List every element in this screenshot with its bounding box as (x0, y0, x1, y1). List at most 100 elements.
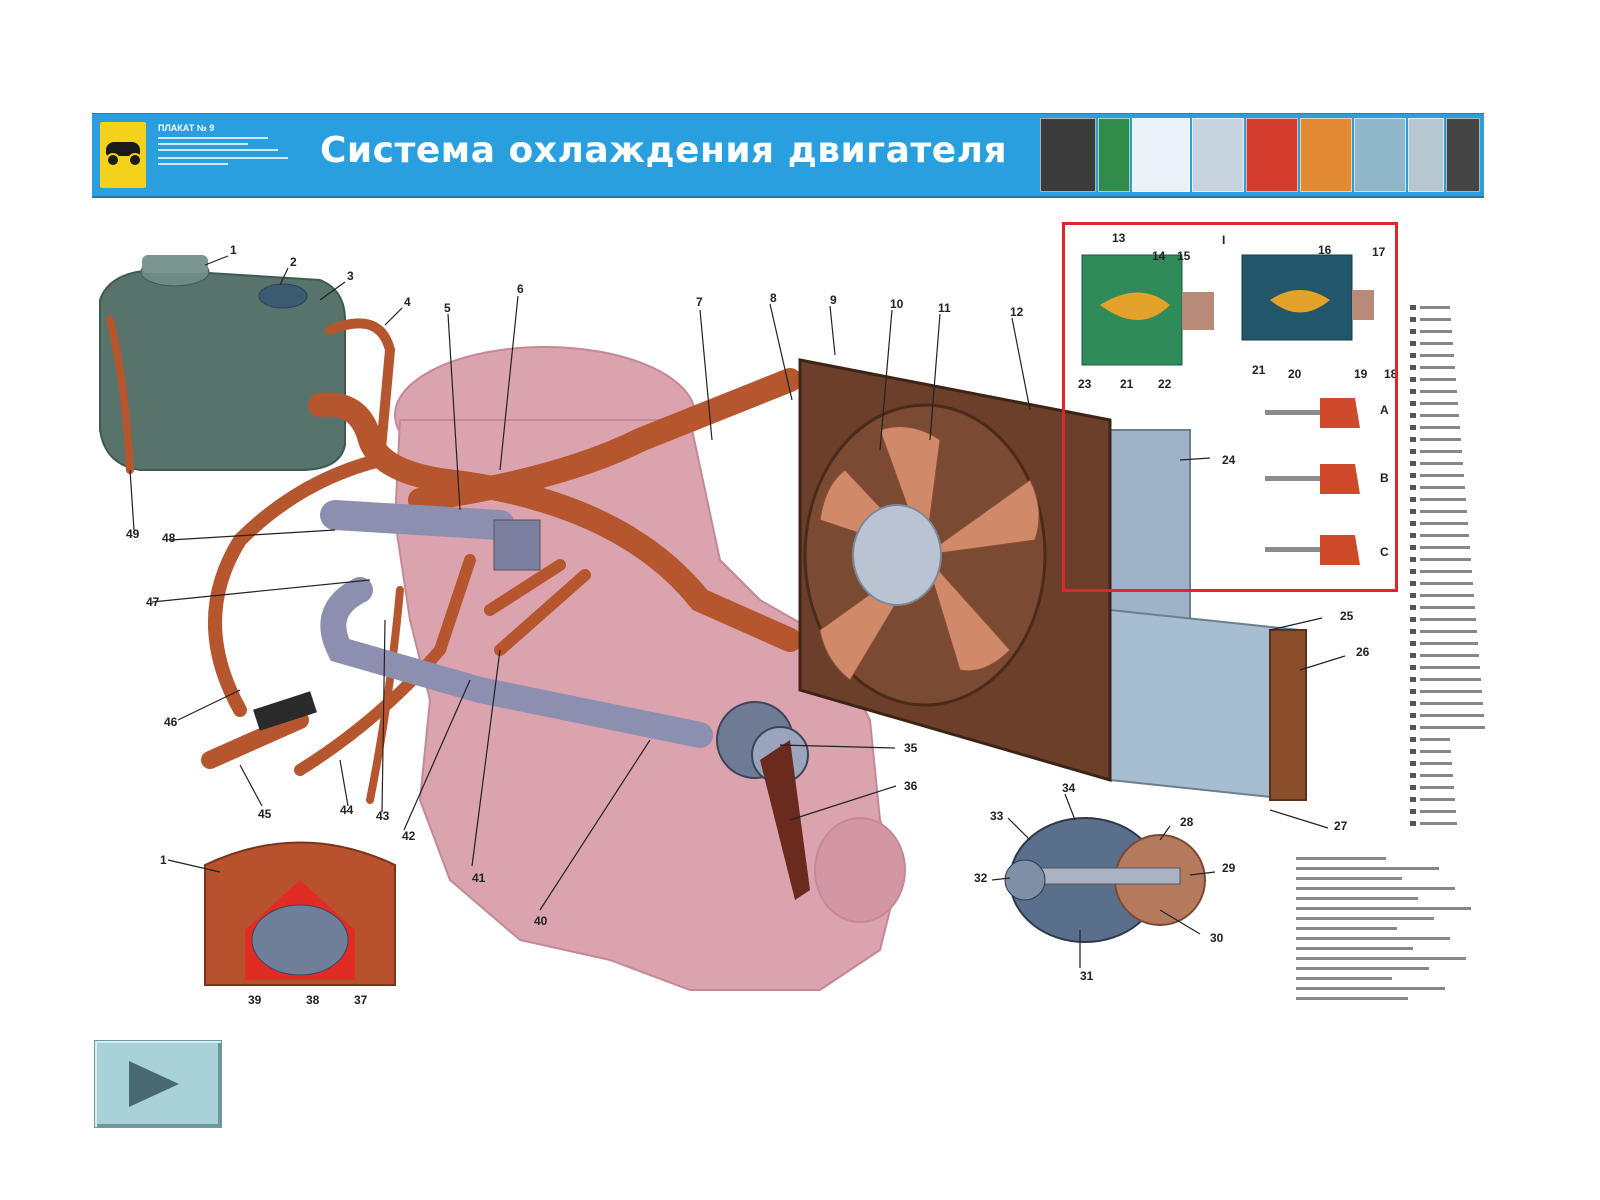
callout-number: 8 (770, 291, 777, 305)
thermostat-housing (493, 519, 541, 571)
callout-number: 30 (1210, 931, 1224, 945)
callout-number: 41 (472, 871, 486, 885)
book-cover-thumbnail (1098, 118, 1130, 192)
callout-number: 38 (306, 993, 320, 1007)
callout-number: 2 (290, 255, 297, 269)
book-cover-thumbnail (1354, 118, 1406, 192)
callout-number: 3 (347, 269, 354, 283)
callout-number: 21 (1252, 363, 1266, 377)
callout-number: 27 (1334, 819, 1348, 833)
legend-row (1410, 329, 1486, 338)
callout-number: 33 (990, 809, 1004, 823)
legend-row (1410, 785, 1486, 794)
callout-number: 19 (1354, 367, 1368, 381)
callout-number: 37 (354, 993, 368, 1007)
callout-number: 7 (696, 295, 703, 309)
legend-row (1410, 317, 1486, 326)
callout-number: 24 (1222, 453, 1236, 467)
callout-number: 4 (404, 295, 411, 309)
book-cover-thumbnail (1300, 118, 1352, 192)
legend-row (1410, 545, 1486, 554)
callout-number: 18 (1384, 367, 1398, 381)
book-cover-thumbnail (1408, 118, 1444, 192)
callout-number: 14 (1152, 249, 1166, 263)
callout-number: 39 (248, 993, 262, 1007)
legend-row (1410, 485, 1486, 494)
wheel-icon (106, 153, 120, 167)
callout-number: 20 (1288, 367, 1302, 381)
legend-row (1410, 509, 1486, 518)
legend-row (1410, 353, 1486, 362)
legend-row (1410, 437, 1486, 446)
callout-number: 46 (164, 715, 178, 729)
legend-row (1410, 713, 1486, 722)
callout-number: 5 (444, 301, 451, 315)
next-slide-button[interactable] (94, 1040, 222, 1128)
callout-number: 10 (890, 297, 904, 311)
note-row (1296, 986, 1482, 993)
legend-row (1410, 401, 1486, 410)
legend-row (1410, 629, 1486, 638)
callout-number: 25 (1340, 609, 1354, 623)
water-pump-cutaway (1004, 817, 1206, 943)
callout-number: 21 (1120, 377, 1134, 391)
note-row (1296, 966, 1482, 973)
coolant-pipes (320, 500, 713, 748)
legend-row (1410, 473, 1486, 482)
callout-number: 23 (1078, 377, 1092, 391)
wheel-icon (128, 153, 142, 167)
legend-row (1410, 641, 1486, 650)
legend-row (1410, 581, 1486, 590)
callout-number: 48 (162, 531, 176, 545)
hose-tee (253, 691, 317, 731)
note-row (1296, 956, 1482, 963)
publisher-logo (100, 122, 146, 188)
callout-number: 29 (1222, 861, 1236, 875)
legend-row (1410, 377, 1486, 386)
thermostat-state-label: C (1380, 545, 1389, 559)
inset-roman-label: I (1222, 233, 1225, 247)
book-cover-thumbnail (1192, 118, 1244, 192)
legend-row (1410, 365, 1486, 374)
parts-legend (1410, 305, 1486, 833)
poster-number: ПЛАКАТ № 9 (158, 123, 215, 133)
note-row (1296, 886, 1482, 893)
callout-number: 17 (1372, 245, 1386, 259)
note-row (1296, 896, 1482, 903)
legend-row (1410, 389, 1486, 398)
note-row (1296, 926, 1482, 933)
legend-row (1410, 809, 1486, 818)
legend-row (1410, 461, 1486, 470)
legend-row (1410, 593, 1486, 602)
text-block-thumbnail (1132, 118, 1190, 192)
book-cover-thumbnail (1446, 118, 1480, 192)
legend-row (1410, 773, 1486, 782)
book-cover-thumbnail (1246, 118, 1298, 192)
legend-row (1410, 761, 1486, 770)
legend-row (1410, 497, 1486, 506)
water-pump (716, 701, 810, 900)
legend-row (1410, 653, 1486, 662)
callout-number: 26 (1356, 645, 1370, 659)
note-row (1296, 946, 1482, 953)
callout-number: 11 (938, 301, 951, 315)
callout-number: 16 (1318, 243, 1332, 257)
callout-number: 32 (974, 871, 988, 885)
car-logo-icon (106, 142, 140, 156)
radiator-assembly (798, 358, 1307, 802)
thermostat-state-label: B (1380, 471, 1389, 485)
note-row (1296, 866, 1482, 873)
poster-info: ПЛАКАТ № 9 (158, 123, 308, 165)
callout-number: 9 (830, 293, 837, 307)
callout-number: 28 (1180, 815, 1194, 829)
legend-row (1410, 533, 1486, 542)
callout-number: 22 (1158, 377, 1172, 391)
callout-number: 15 (1177, 249, 1191, 263)
expansion-tank (99, 255, 346, 471)
legend-row (1410, 689, 1486, 698)
callout-number: 13 (1112, 231, 1126, 245)
note-row (1296, 976, 1482, 983)
